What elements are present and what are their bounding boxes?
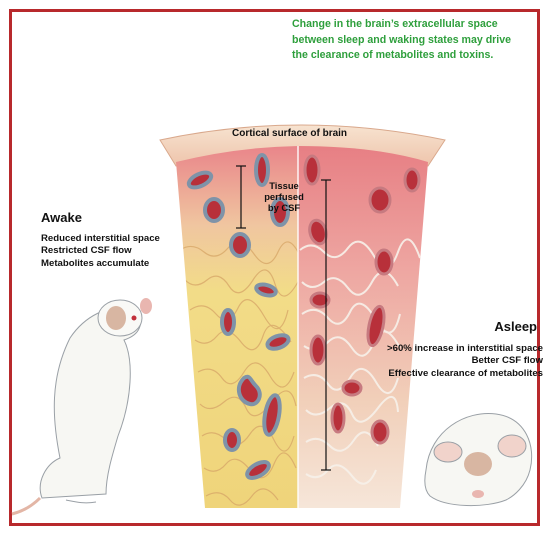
- intro-caption: Change in the brain’s extracellular spac…: [292, 17, 542, 64]
- asleep-detail-line: >60% increase in interstitial space: [387, 343, 543, 355]
- intro-line: between sleep and waking states may driv…: [292, 33, 542, 49]
- tissue-perfused-label: Tissue perfused by CSF: [251, 180, 317, 213]
- awake-detail-line: Restricted CSF flow: [41, 245, 160, 257]
- awake-mouse: [12, 298, 152, 514]
- awake-details: Reduced interstitial space Restricted CS…: [41, 233, 160, 270]
- asleep-title: Asleep: [494, 319, 537, 334]
- asleep-detail-line: Effective clearance of metabolites: [387, 368, 543, 380]
- tissue-label-line: Tissue perfused: [251, 180, 317, 202]
- intro-line: the clearance of metabolites and toxins.: [292, 48, 542, 64]
- awake-detail-line: Metabolites accumulate: [41, 258, 160, 270]
- intro-line: Change in the brain’s extracellular spac…: [292, 17, 542, 33]
- asleep-mouse: [425, 413, 532, 505]
- tissue-label-line: by CSF: [251, 202, 317, 213]
- cortical-surface-label: Cortical surface of brain: [232, 128, 347, 139]
- asleep-detail-line: Better CSF flow: [387, 355, 543, 367]
- asleep-details: >60% increase in interstitial space Bett…: [387, 343, 543, 380]
- awake-detail-line: Reduced interstitial space: [41, 233, 160, 245]
- awake-title: Awake: [41, 210, 82, 225]
- asleep-tissue: [298, 146, 428, 508]
